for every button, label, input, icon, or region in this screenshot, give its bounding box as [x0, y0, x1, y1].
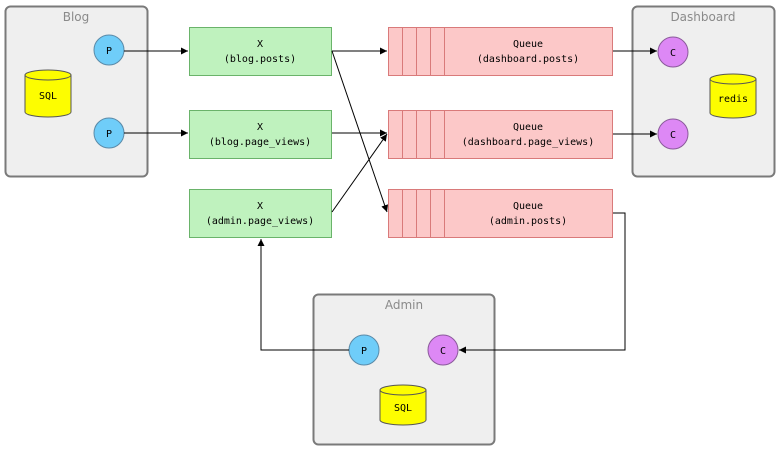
queue-dashboard-page-views: Queue (dashboard.page_views)	[388, 110, 613, 159]
exchange-blog-posts: X (blog.posts)	[189, 27, 332, 76]
queue-admin-posts-name: (admin.posts)	[489, 216, 567, 227]
group-dashboard-title: Dashboard	[670, 10, 735, 24]
exchange-blog-posts-kind: X	[257, 39, 263, 50]
queue-dashboard-posts-kind: Queue	[513, 39, 543, 50]
blog-producer-1-label: P	[106, 46, 112, 57]
admin-consumer-label: C	[440, 346, 446, 357]
admin-producer-label: P	[361, 346, 367, 357]
group-admin-title: Admin	[385, 298, 423, 312]
blog-producer-1: P	[93, 34, 125, 66]
dashboard-consumer-2-label: C	[670, 130, 676, 141]
exchange-blog-page-views: X (blog.page_views)	[189, 110, 332, 159]
group-blog: Blog SQL P P	[4, 5, 149, 178]
exchange-admin-page-views-name: (admin.page_views)	[206, 216, 314, 227]
admin-consumer: C	[427, 334, 459, 366]
dashboard-consumer-1: C	[657, 36, 689, 68]
exchange-admin-page-views: X (admin.page_views)	[189, 189, 332, 238]
exchange-blog-page-views-kind: X	[257, 122, 263, 133]
blog-database-icon: SQL	[24, 69, 72, 118]
admin-producer: P	[348, 334, 380, 366]
arrow-admin-producer-to-exchange	[257, 239, 349, 351]
arrow-admin-posts-to-admin-consumer	[459, 212, 626, 354]
queue-dashboard-posts: Queue (dashboard.posts)	[388, 27, 613, 76]
group-admin-box	[312, 293, 496, 446]
admin-database-label: SQL	[394, 403, 412, 414]
arrows	[124, 47, 657, 354]
blog-producer-2: P	[93, 117, 125, 149]
exchange-blog-posts-name: (blog.posts)	[224, 54, 296, 65]
queue-admin-posts-kind: Queue	[513, 201, 543, 212]
blog-producer-2-label: P	[106, 129, 112, 140]
group-admin: Admin P C SQL	[312, 293, 496, 446]
queue-dashboard-page-views-kind: Queue	[513, 122, 543, 133]
queue-dashboard-posts-name: (dashboard.posts)	[477, 54, 579, 65]
arrow-blog-posts-to-admin-posts	[331, 50, 389, 213]
blog-database-label: SQL	[39, 91, 57, 102]
exchange-admin-page-views-kind: X	[257, 201, 263, 212]
dashboard-consumer-1-label: C	[670, 48, 676, 59]
group-blog-title: Blog	[63, 10, 90, 24]
admin-database-icon: SQL	[379, 384, 427, 426]
exchange-blog-page-views-name: (blog.page_views)	[209, 137, 311, 148]
queue-dashboard-page-views-name: (dashboard.page_views)	[462, 137, 594, 148]
group-dashboard: Dashboard C C redis	[631, 5, 776, 178]
dashboard-database-label: redis	[718, 94, 748, 105]
arrow-admin-page-views-to-dashboard-page-views	[331, 133, 388, 213]
queue-admin-posts: Queue (admin.posts)	[388, 189, 613, 238]
dashboard-consumer-2: C	[657, 118, 689, 150]
dashboard-database-icon: redis	[709, 73, 757, 119]
